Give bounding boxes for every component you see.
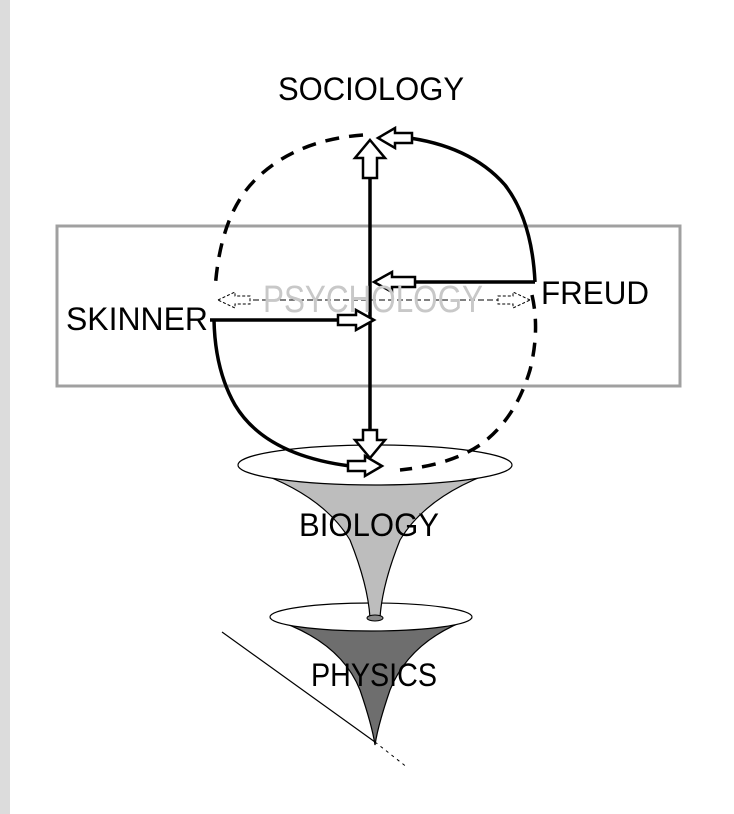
psychology-arrow-left-head <box>216 291 251 309</box>
dashed-arc-top-left <box>213 133 364 291</box>
psychology-label: PSYCHOLOGY <box>263 279 483 321</box>
solid-arc-freud-to-sociology <box>401 135 537 283</box>
arrow-right-skinner <box>336 307 377 333</box>
ground-line <box>221 631 376 743</box>
skinner-label: SKINNER <box>66 301 208 337</box>
solid-arc-skinner-to-biology <box>212 319 351 468</box>
biology-label: BIOLOGY <box>299 507 439 543</box>
arrow-down-to-biology <box>352 428 388 460</box>
disciplines-diagram: SOCIOLOGY PSYCHOLOGY SKINNER FREUD BIOLO… <box>55 71 682 769</box>
arrow-up-to-sociology <box>352 138 388 180</box>
arrow-left-freud <box>371 269 417 295</box>
arrow-right-biology <box>346 453 385 479</box>
dashed-arc-right-bottom <box>399 294 538 472</box>
diagram-canvas: SOCIOLOGY PSYCHOLOGY SKINNER FREUD BIOLO… <box>10 0 734 814</box>
freud-label: FREUD <box>541 275 649 311</box>
psychology-arrow-right-head <box>497 291 532 309</box>
sociology-label: SOCIOLOGY <box>278 71 464 107</box>
physics-label: PHYSICS <box>311 657 437 693</box>
arrow-left-top <box>375 125 414 151</box>
ground-line-dashed <box>374 741 409 769</box>
